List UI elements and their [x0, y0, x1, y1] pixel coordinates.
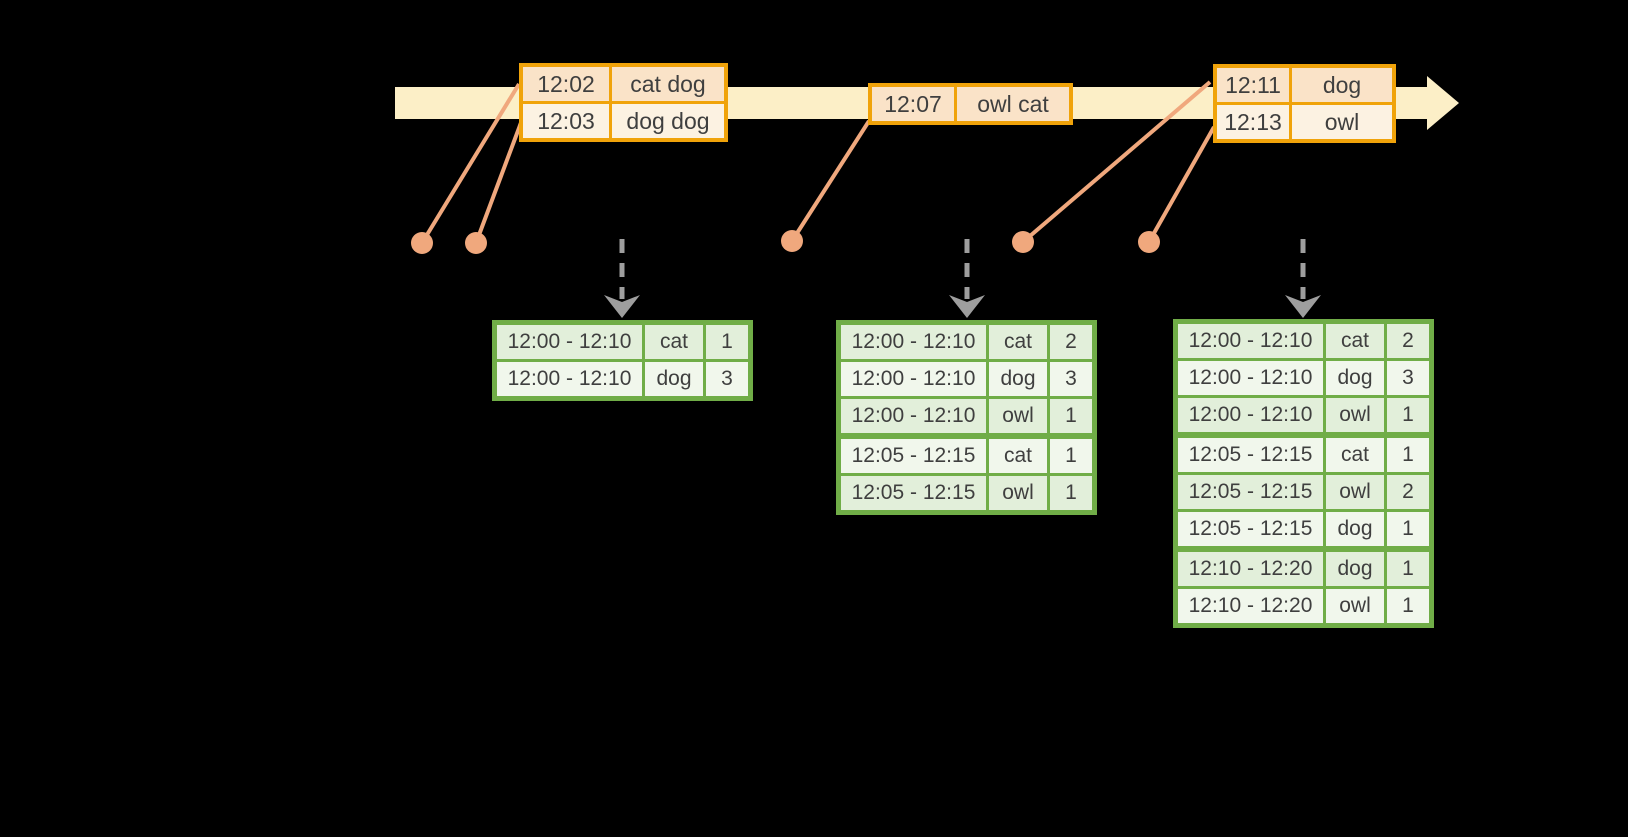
result-row: 12:00 - 12:10 owl 1 — [841, 399, 1092, 433]
count-cell: 1 — [1387, 398, 1429, 432]
event-dot — [1138, 231, 1160, 253]
event-row: 12:02 cat dog — [523, 67, 724, 101]
word-cell: owl — [1326, 398, 1384, 432]
count-cell: 1 — [706, 325, 748, 359]
window-cell: 12:10 - 12:20 — [1178, 589, 1323, 623]
result-row: 12:00 - 12:10 cat 2 — [1178, 324, 1429, 358]
count-cell: 3 — [1050, 362, 1092, 396]
event-words-cell: dog — [1292, 68, 1392, 102]
word-cell: dog — [1326, 512, 1384, 546]
event-table-2: 12:07 owl cat — [868, 83, 1073, 125]
window-cell: 12:10 - 12:20 — [1178, 552, 1323, 586]
result-row: 12:10 - 12:20 owl 1 — [1178, 589, 1429, 623]
word-cell: cat — [1326, 438, 1384, 472]
trigger-arrow — [949, 239, 985, 318]
word-cell: cat — [1326, 324, 1384, 358]
event-row: 12:07 owl cat — [872, 87, 1069, 121]
result-row: 12:00 - 12:10 cat 1 — [497, 325, 748, 359]
event-connector-line — [790, 119, 871, 243]
result-row: 12:00 - 12:10 owl 1 — [1178, 398, 1429, 432]
event-dot — [465, 232, 487, 254]
window-cell: 12:05 - 12:15 — [1178, 512, 1323, 546]
event-dot — [781, 230, 803, 252]
result-row: 12:05 - 12:15 cat 1 — [1178, 438, 1429, 472]
window-cell: 12:05 - 12:15 — [1178, 438, 1323, 472]
result-row: 12:05 - 12:15 cat 1 — [841, 439, 1092, 473]
window-cell: 12:00 - 12:10 — [1178, 398, 1323, 432]
result-row: 12:00 - 12:10 dog 3 — [841, 362, 1092, 396]
count-cell: 2 — [1387, 475, 1429, 509]
word-cell: cat — [645, 325, 703, 359]
count-cell: 1 — [1387, 589, 1429, 623]
result-row: 12:10 - 12:20 dog 1 — [1178, 552, 1429, 586]
word-cell: cat — [989, 325, 1047, 359]
count-cell: 1 — [1387, 438, 1429, 472]
event-row: 12:13 owl — [1217, 105, 1392, 139]
event-words-cell: dog dog — [612, 104, 724, 138]
count-cell: 1 — [1387, 512, 1429, 546]
count-cell: 1 — [1050, 399, 1092, 433]
count-cell: 1 — [1050, 476, 1092, 510]
event-connector-line — [1147, 126, 1216, 243]
window-cell: 12:05 - 12:15 — [1178, 475, 1323, 509]
event-table-1: 12:02 cat dog 12:03 dog dog — [519, 63, 728, 142]
event-table-3: 12:11 dog 12:13 owl — [1213, 64, 1396, 143]
word-cell: owl — [1326, 589, 1384, 623]
event-dot — [411, 232, 433, 254]
word-cell: dog — [989, 362, 1047, 396]
word-cell: owl — [1326, 475, 1384, 509]
window-cell: 12:00 - 12:10 — [497, 362, 642, 396]
window-cell: 12:00 - 12:10 — [841, 325, 986, 359]
word-cell: cat — [989, 439, 1047, 473]
window-cell: 12:00 - 12:10 — [1178, 324, 1323, 358]
word-cell: dog — [1326, 361, 1384, 395]
event-time-cell: 12:13 — [1217, 105, 1289, 139]
result-row: 12:05 - 12:15 owl 1 — [841, 476, 1092, 510]
event-time-cell: 12:07 — [872, 87, 954, 121]
window-cell: 12:00 - 12:10 — [1178, 361, 1323, 395]
word-cell: dog — [645, 362, 703, 396]
result-table-3: 12:00 - 12:10 cat 2 12:00 - 12:10 dog 3 … — [1173, 319, 1434, 628]
timeline-arrowhead-icon — [1427, 76, 1459, 130]
count-cell: 2 — [1050, 325, 1092, 359]
count-cell: 1 — [1050, 439, 1092, 473]
word-cell: owl — [989, 399, 1047, 433]
event-row: 12:11 dog — [1217, 68, 1392, 102]
event-dot — [1012, 231, 1034, 253]
count-cell: 3 — [706, 362, 748, 396]
window-cell: 12:05 - 12:15 — [841, 476, 986, 510]
result-row: 12:05 - 12:15 owl 2 — [1178, 475, 1429, 509]
word-cell: dog — [1326, 552, 1384, 586]
trigger-arrow — [1285, 239, 1321, 318]
event-time-cell: 12:02 — [523, 67, 609, 101]
word-cell: owl — [989, 476, 1047, 510]
result-row: 12:00 - 12:10 dog 3 — [497, 362, 748, 396]
event-words-cell: cat dog — [612, 67, 724, 101]
window-cell: 12:00 - 12:10 — [841, 362, 986, 396]
event-connector-line — [474, 119, 524, 244]
window-cell: 12:00 - 12:10 — [841, 399, 986, 433]
event-time-cell: 12:11 — [1217, 68, 1289, 102]
count-cell: 2 — [1387, 324, 1429, 358]
result-row: 12:00 - 12:10 cat 2 — [841, 325, 1092, 359]
event-time-cell: 12:03 — [523, 104, 609, 138]
result-table-1: 12:00 - 12:10 cat 1 12:00 - 12:10 dog 3 — [492, 320, 753, 401]
event-words-cell: owl cat — [957, 87, 1069, 121]
count-cell: 3 — [1387, 361, 1429, 395]
window-cell: 12:00 - 12:10 — [497, 325, 642, 359]
result-row: 12:00 - 12:10 dog 3 — [1178, 361, 1429, 395]
window-cell: 12:05 - 12:15 — [841, 439, 986, 473]
event-row: 12:03 dog dog — [523, 104, 724, 138]
result-table-2: 12:00 - 12:10 cat 2 12:00 - 12:10 dog 3 … — [836, 320, 1097, 515]
result-row: 12:05 - 12:15 dog 1 — [1178, 512, 1429, 546]
event-words-cell: owl — [1292, 105, 1392, 139]
count-cell: 1 — [1387, 552, 1429, 586]
trigger-arrow — [604, 239, 640, 318]
